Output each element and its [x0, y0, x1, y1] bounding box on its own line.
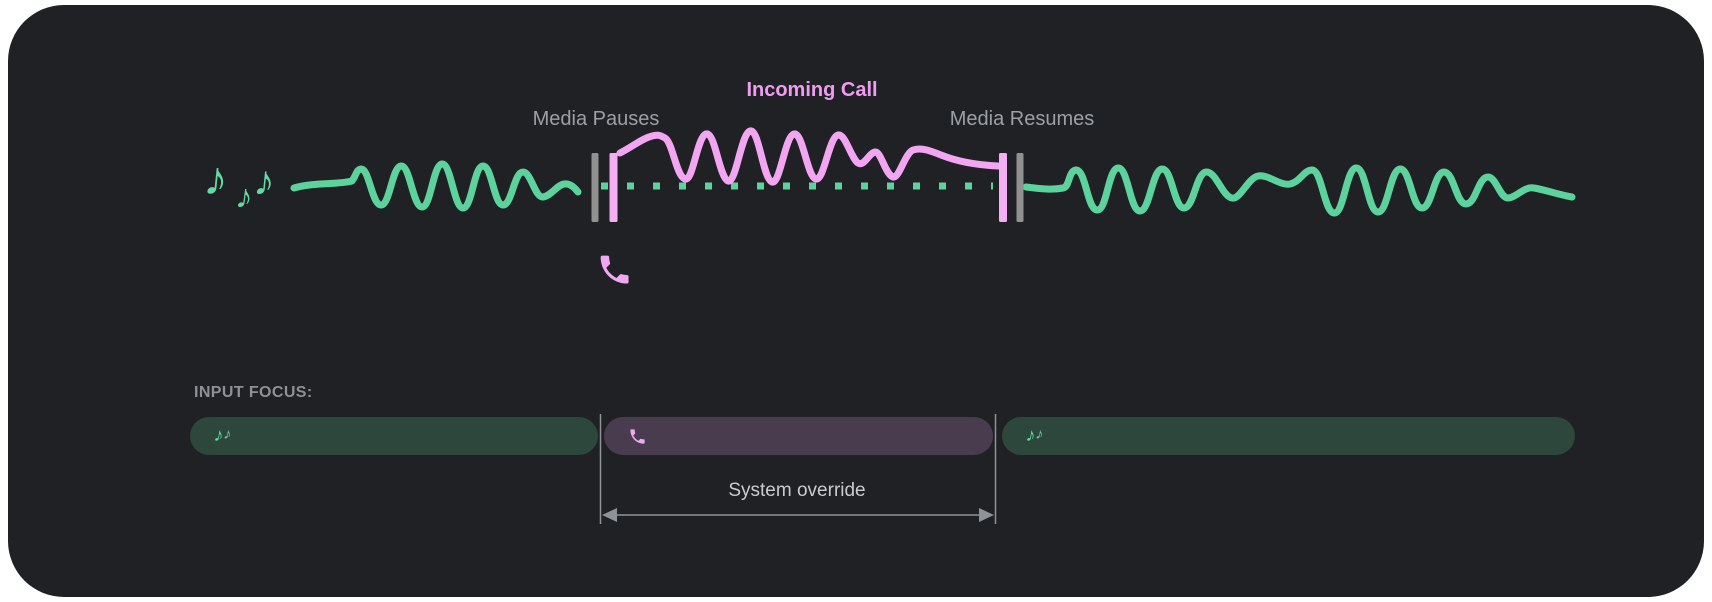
focus-bar-media-1: ♪♪	[190, 417, 598, 455]
phone-icon	[630, 428, 645, 444]
input-focus-heading: INPUT FOCUS:	[194, 384, 313, 401]
incoming-call-label: Incoming Call	[746, 79, 878, 101]
note-glyph: ♪	[251, 156, 278, 205]
music-notes-icon: ♪♪	[1024, 424, 1045, 448]
focus-bar-call	[604, 417, 993, 455]
dark-canvas-card	[8, 5, 1704, 597]
media-pauses-label: Media Pauses	[532, 108, 660, 130]
media-resumes-label: Media Resumes	[949, 108, 1095, 130]
music-notes-icon: ♪♪	[212, 424, 233, 448]
note-glyph: ♪	[201, 151, 231, 208]
system-override-label: System override	[728, 480, 866, 501]
focus-bar-media-2: ♪♪	[1002, 417, 1575, 455]
